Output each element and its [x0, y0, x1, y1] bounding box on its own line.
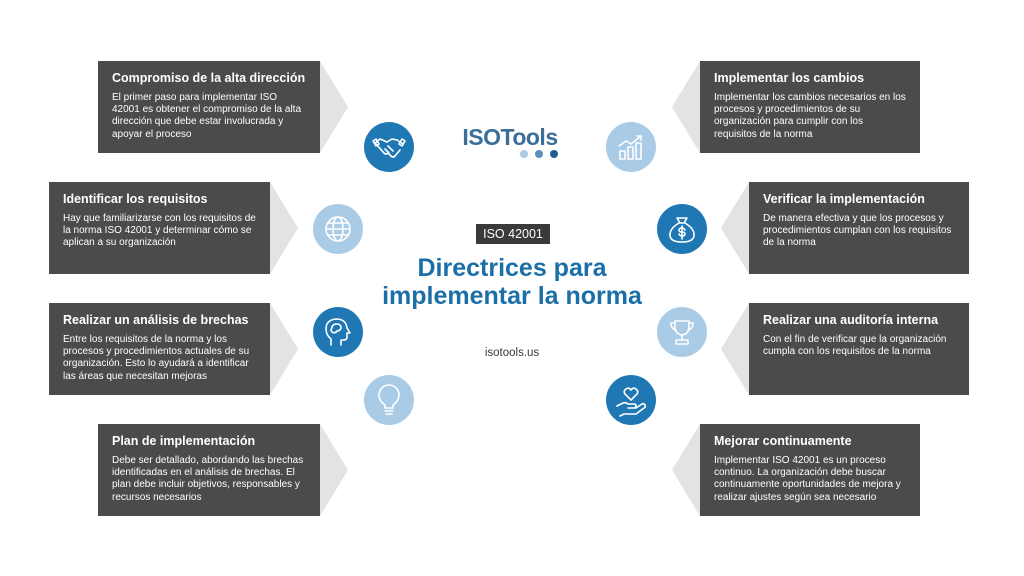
growth-chart-icon	[606, 122, 656, 172]
step-description: Entre los requisitos de la norma y los p…	[63, 334, 250, 382]
page-title: Directrices para implementar la norma	[382, 254, 642, 310]
head-brain-icon	[313, 307, 363, 357]
website-url: isotools.us	[484, 347, 540, 359]
step-1-arrow	[320, 61, 348, 153]
isotools-logo: ISOTools	[462, 124, 558, 150]
step-3-arrow	[270, 303, 298, 395]
step-description: Implementar los cambios necesarios en lo…	[714, 92, 906, 140]
logo-dot	[520, 150, 528, 158]
step-description: Hay que familiarizarse con los requisito…	[63, 213, 256, 249]
step-4-arrow	[320, 424, 348, 516]
step-8-arrow	[672, 424, 700, 516]
step-title: Realizar un análisis de brechas	[63, 313, 249, 327]
lightbulb-icon	[364, 375, 414, 425]
step-card-implement-changes: Implementar los cambios Implementar los …	[700, 61, 920, 153]
step-description: Debe ser detallado, abordando las brecha…	[112, 455, 304, 503]
step-card-continuous-improvement: Mejorar continuamente Implementar ISO 42…	[700, 424, 920, 516]
step-description: De manera efectiva y que los procesos y …	[763, 213, 952, 249]
globe-icon	[313, 204, 363, 254]
step-title: Mejorar continuamente	[714, 434, 852, 448]
trophy-icon	[657, 307, 707, 357]
step-card-commitment: Compromiso de la alta dirección El prime…	[98, 61, 320, 153]
handshake-icon	[364, 122, 414, 172]
step-6-arrow	[721, 182, 749, 274]
heart-hand-icon	[606, 375, 656, 425]
step-card-gap-analysis: Realizar un análisis de brechas Entre lo…	[49, 303, 270, 395]
step-5-arrow	[672, 61, 700, 153]
logo-dot	[550, 150, 558, 158]
standard-badge: ISO 42001	[476, 224, 550, 244]
step-7-arrow	[721, 303, 749, 395]
step-title: Realizar una auditoría interna	[763, 313, 939, 327]
logo-dot	[535, 150, 543, 158]
step-card-requirements: Identificar los requisitos Hay que famil…	[49, 182, 270, 274]
step-card-verify: Verificar la implementación De manera ef…	[749, 182, 969, 274]
step-card-implementation-plan: Plan de implementación Debe ser detallad…	[98, 424, 320, 516]
step-title: Compromiso de la alta dirección	[112, 71, 306, 85]
money-bag-icon	[657, 204, 707, 254]
step-title: Plan de implementación	[112, 434, 256, 448]
logo-dots	[0, 150, 1024, 160]
step-description: El primer paso para implementar ISO 4200…	[112, 92, 302, 140]
step-2-arrow	[270, 182, 298, 274]
step-title: Verificar la implementación	[763, 192, 925, 206]
step-title: Identificar los requisitos	[63, 192, 208, 206]
step-description: Con el fin de verificar que la organizac…	[763, 334, 947, 358]
step-card-internal-audit: Realizar una auditoría interna Con el fi…	[749, 303, 969, 395]
step-description: Implementar ISO 42001 es un proceso cont…	[714, 455, 901, 503]
step-title: Implementar los cambios	[714, 71, 865, 85]
